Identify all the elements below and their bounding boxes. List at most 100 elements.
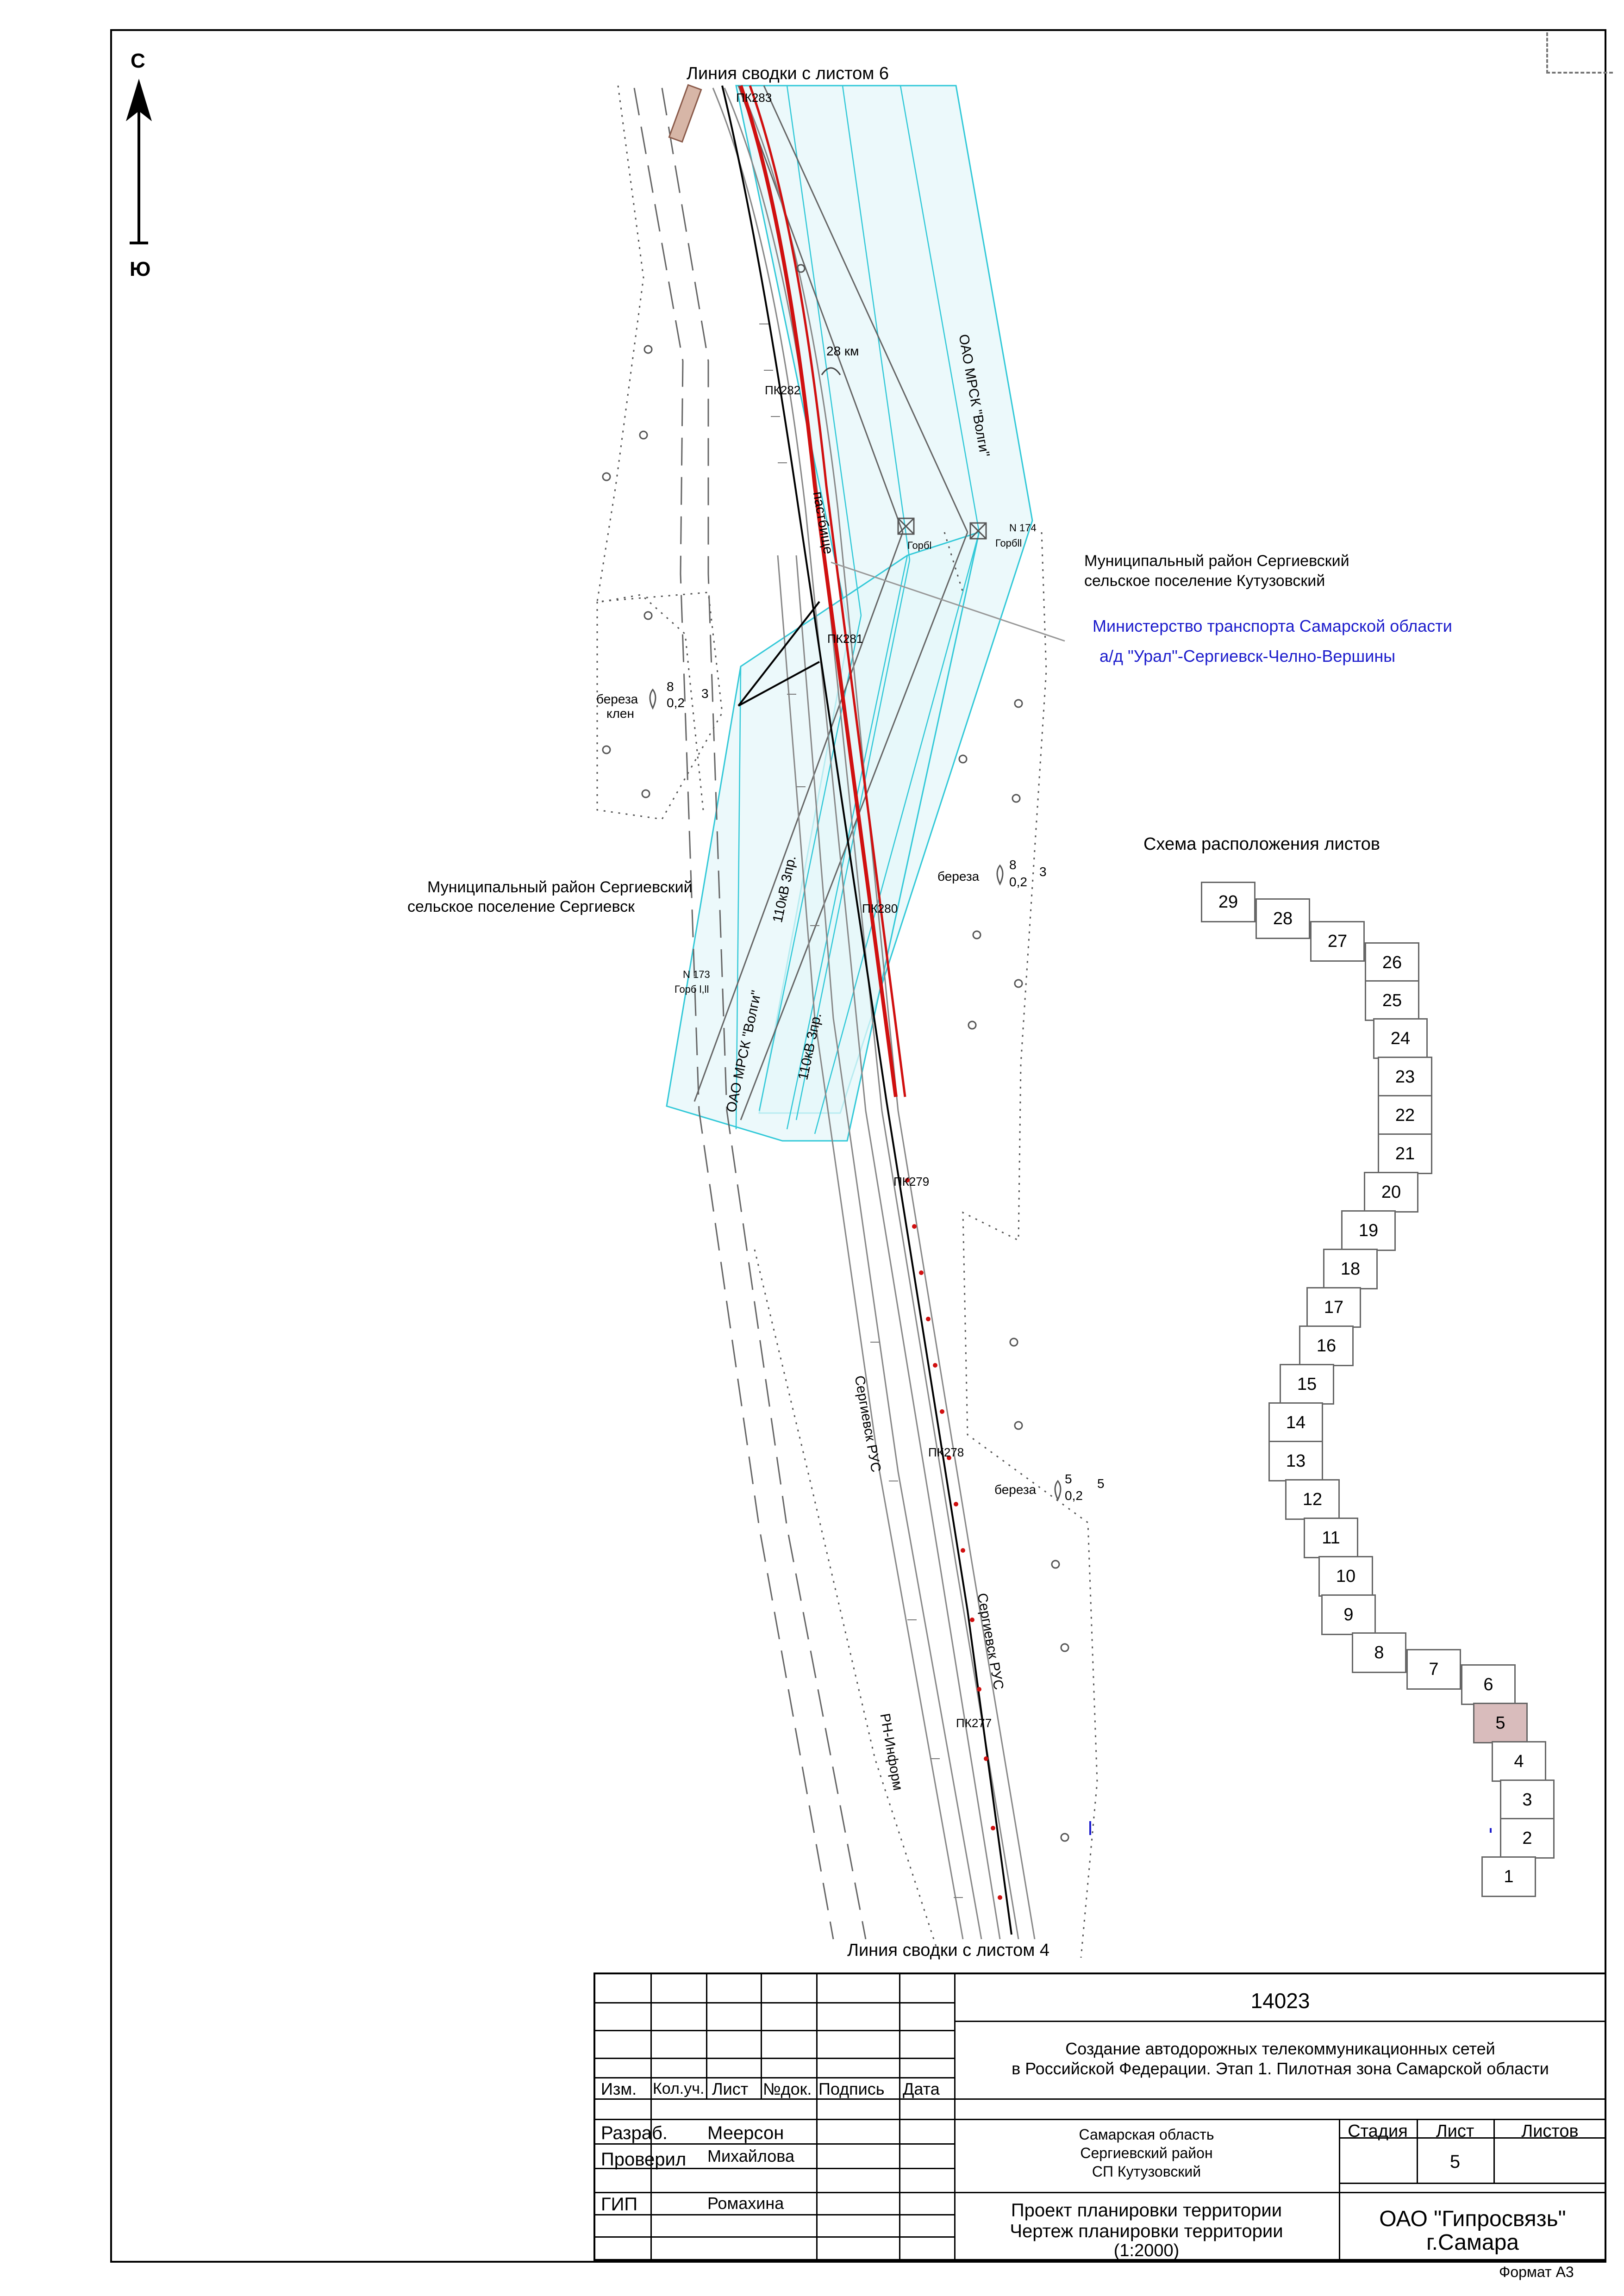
sheet-29[interactable]: 29	[1201, 882, 1255, 922]
boundary-marker-lines	[737, 601, 820, 707]
sheet-13[interactable]: 13	[1268, 1441, 1323, 1481]
pole-gorb-a: Горбl	[907, 540, 932, 551]
district-sergievsk-1: Муниципальный район Сергиевский	[427, 878, 693, 896]
sheet-9[interactable]: 9	[1321, 1594, 1376, 1635]
location-2: Сергиевский район	[1080, 2145, 1213, 2161]
col-kol: Кол.уч.	[653, 2080, 705, 2097]
picket-279: ПК279	[893, 1175, 930, 1188]
col-date: Дата	[903, 2079, 940, 2098]
name-check: Михайлова	[707, 2147, 794, 2165]
format-label: Формат А3	[1499, 2264, 1574, 2280]
district-kutuzovsky-2: сельское поселение Кутузовский	[1084, 572, 1325, 590]
doc-title-1: Проект планировки территории	[1011, 2200, 1282, 2221]
district-kutuzovsky-1: Муниципальный район Сергиевский	[1084, 552, 1349, 570]
corner-mark	[1546, 32, 1613, 74]
picket-278: ПК278	[928, 1445, 964, 1459]
picket-283: ПК283	[736, 91, 772, 105]
tree-3-top: 5	[1065, 1472, 1072, 1486]
north-arrow-icon	[126, 79, 152, 244]
tree-1-name: береза	[596, 692, 638, 706]
title-block: 14023 Создание автодорожных телекоммуник…	[593, 1972, 1606, 2261]
name-dev: Меерсон	[707, 2123, 784, 2143]
picket-281: ПК281	[827, 632, 863, 646]
road-ticks	[759, 324, 963, 1898]
picket-282: ПК282	[765, 383, 801, 397]
tree-1-top: 8	[667, 679, 674, 694]
doc-title-2: Чертеж планировки территории	[1010, 2221, 1283, 2241]
location-1: Самарская область	[1079, 2126, 1214, 2143]
sheet-19[interactable]: 19	[1341, 1210, 1396, 1251]
project-title-2: в Российской Федерации. Этап 1. Пилотная…	[1012, 2059, 1549, 2078]
km-marker	[821, 367, 841, 375]
owner-label-2: а/д "Урал"-Сергиевск-Челно-Вершины	[1099, 647, 1396, 666]
tree-1-bottom: 0,2	[667, 696, 685, 710]
role-dev: Разраб.	[601, 2123, 668, 2143]
tree-icon	[649, 688, 1062, 1501]
sheet-11[interactable]: 11	[1304, 1518, 1358, 1558]
owner-label-1: Министерство транспорта Самарской област…	[1093, 616, 1452, 635]
tree-1-side: 3	[701, 686, 709, 701]
owner-leader-line	[831, 561, 1065, 642]
sheet-27[interactable]: 27	[1310, 921, 1365, 962]
sheet-2[interactable]: 2	[1500, 1818, 1555, 1859]
cable-route	[721, 85, 1012, 1935]
power-line-axis	[693, 85, 968, 1120]
sheet-16[interactable]: 16	[1299, 1325, 1354, 1366]
tree-2-side: 3	[1039, 865, 1047, 879]
district-sergievsk-2: сельское поселение Сергиевск	[407, 898, 635, 915]
sheet-23[interactable]: 23	[1378, 1057, 1432, 1097]
sheet-15[interactable]: 15	[1280, 1364, 1334, 1405]
sheet-17[interactable]: 17	[1306, 1287, 1361, 1328]
top-match-line: Линия сводки с листом 6	[687, 64, 889, 83]
sheets-label: Листов	[1521, 2122, 1579, 2141]
pole-gorb-b: Горбll	[995, 537, 1022, 549]
tree-1-name2: клен	[606, 706, 634, 721]
pole-n173-label: N 173	[683, 969, 710, 980]
sheet-1[interactable]: 1	[1481, 1856, 1536, 1897]
col-doc: №док.	[763, 2079, 812, 2098]
road-edge-lines	[633, 87, 867, 1940]
sheet-8[interactable]: 8	[1352, 1632, 1406, 1673]
sheet-4[interactable]: 4	[1492, 1741, 1546, 1782]
sheet-21[interactable]: 21	[1378, 1133, 1432, 1174]
tree-2-bottom: 0,2	[1009, 875, 1027, 889]
col-izm: Изм.	[601, 2079, 637, 2098]
sheet-7[interactable]: 7	[1406, 1649, 1461, 1690]
sheet-18[interactable]: 18	[1323, 1249, 1378, 1289]
sheet-24[interactable]: 24	[1373, 1018, 1428, 1059]
sheet-14[interactable]: 14	[1268, 1402, 1323, 1443]
sheet-20[interactable]: 20	[1364, 1172, 1418, 1213]
layout-title: Схема расположения листов	[1143, 834, 1380, 854]
compass-south: Ю	[130, 258, 151, 280]
col-list: Лист	[712, 2079, 749, 2098]
tree-3-bottom: 0,2	[1065, 1488, 1083, 1503]
stage-label: Стадия	[1348, 2122, 1408, 2141]
project-title-1: Создание автодорожных телекоммуникационн…	[1065, 2039, 1495, 2058]
sheet-5-current[interactable]: 5	[1473, 1703, 1528, 1743]
col-sign: Подпись	[818, 2079, 885, 2098]
bottom-match-line: Линия сводки с листом 4	[847, 1941, 1050, 1960]
cable-start-marker	[668, 84, 702, 143]
sheet-26[interactable]: 26	[1365, 942, 1419, 983]
tree-3-name: береза	[994, 1482, 1037, 1497]
sheet-6[interactable]: 6	[1461, 1664, 1516, 1705]
sheet-label: Лист	[1436, 2122, 1474, 2141]
tree-2-top: 8	[1009, 858, 1017, 872]
pole-gorb-c: Горб l,ll	[675, 983, 709, 995]
sheet-3[interactable]: 3	[1500, 1780, 1555, 1820]
name-gip: Ромахина	[707, 2194, 784, 2213]
compass-north: С	[131, 50, 145, 72]
role-gip: ГИП	[601, 2194, 638, 2215]
sheet-10[interactable]: 10	[1318, 1556, 1373, 1597]
picket-277: ПК277	[956, 1716, 992, 1730]
cable-markers	[905, 1178, 1002, 1900]
sheet-25[interactable]: 25	[1365, 980, 1419, 1021]
survey-points	[602, 264, 1069, 1842]
sheet-28[interactable]: 28	[1255, 898, 1310, 939]
sheet-12[interactable]: 12	[1285, 1479, 1340, 1520]
sheet-22[interactable]: 22	[1378, 1095, 1432, 1136]
field-boundaries	[596, 85, 1098, 1958]
tree-2-name: береза	[937, 869, 980, 884]
sheet-value: 5	[1449, 2152, 1461, 2172]
role-check: Проверил	[601, 2149, 687, 2170]
